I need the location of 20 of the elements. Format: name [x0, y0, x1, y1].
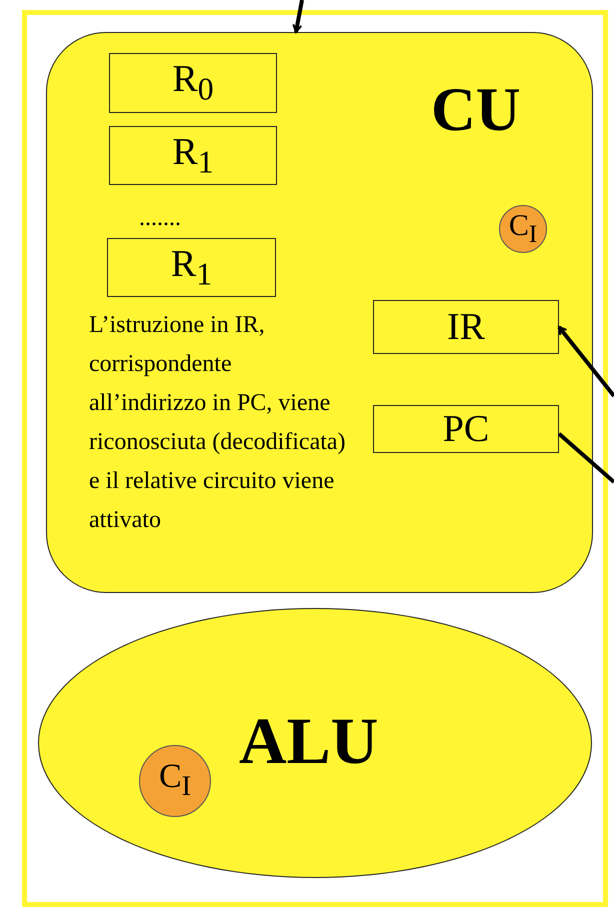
- register-label: PC: [442, 410, 490, 448]
- control-unit-box: [46, 32, 593, 593]
- register-box: [373, 300, 559, 354]
- register-box: [107, 238, 276, 297]
- register-label: IR: [447, 308, 485, 346]
- register-label: R$_{1}$: [172, 132, 214, 178]
- register-box: [109, 126, 277, 185]
- arrow: [557, 326, 614, 398]
- register-label: R$_{0}$: [172, 60, 214, 106]
- unit-title: CU: [431, 79, 521, 141]
- clock-circle: [499, 205, 547, 253]
- register-label: R$_{1}$: [170, 244, 212, 290]
- clock-label: C$_{I}$: [158, 760, 192, 802]
- description-text: L’istruzione in IR, corrispondente all’indirizzo in PC, viene riconosciuta (decodificata) e il relative circuito viene attivato: [89, 311, 347, 535]
- unit-title: ALU: [239, 709, 378, 775]
- register-box: [109, 53, 277, 113]
- ellipsis-text: .......: [139, 204, 182, 233]
- clock-label: C$_{I}$: [508, 211, 538, 247]
- register-box: [373, 405, 559, 453]
- arrow: [292, 0, 304, 33]
